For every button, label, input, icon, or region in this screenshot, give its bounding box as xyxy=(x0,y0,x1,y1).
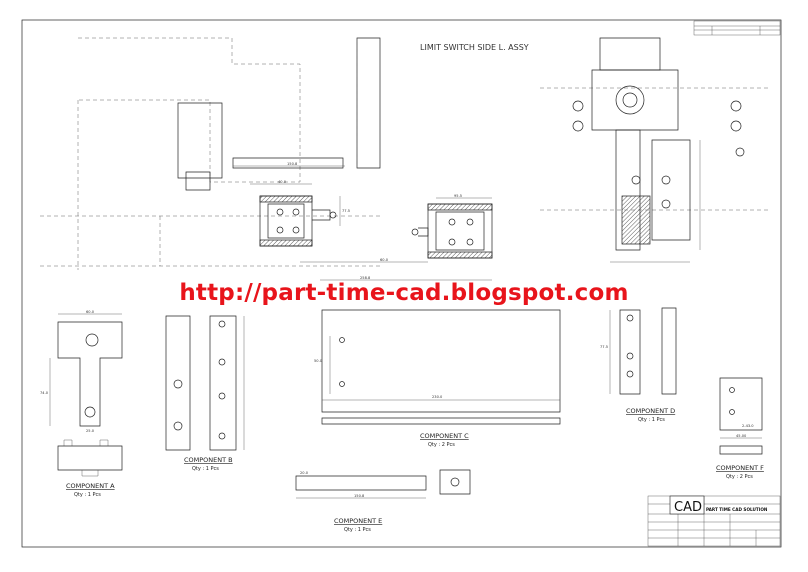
component-b-qty: Qty : 1 Pcs xyxy=(192,466,219,472)
component-c-drawing: 230.0 50.0 xyxy=(314,309,561,425)
dim-assy-e: 40.0 xyxy=(278,180,287,184)
component-e-qty: Qty : 1 Pcs xyxy=(344,527,371,533)
component-d-drawing: 77.5 xyxy=(600,307,677,395)
component-e-label: COMPONENT E xyxy=(334,517,382,525)
component-b-drawing xyxy=(165,315,245,451)
dim-d-h: 77.5 xyxy=(600,345,608,349)
component-d-label: COMPONENT D xyxy=(626,407,675,415)
revision-block xyxy=(693,20,781,36)
dim-assy-c: 258.8 xyxy=(360,276,371,280)
component-f-qty: Qty : 2 Pcs xyxy=(726,474,753,480)
sheet-border xyxy=(21,19,782,548)
assembly-side-view xyxy=(540,37,770,263)
component-c-label: COMPONENT C xyxy=(420,432,469,440)
dim-c-len: 230.0 xyxy=(432,395,443,399)
dim-assy-f: 95.5 xyxy=(454,194,462,198)
dim-assy-a: 150.8 xyxy=(287,162,298,166)
dim-e-w: 20.0 xyxy=(300,471,309,475)
title-block-company: PART TIME CAD SOLUTION xyxy=(706,507,768,512)
dim-a-height: 74.0 xyxy=(40,391,49,395)
dim-f-h: 2-43.0 xyxy=(742,424,754,428)
watermark-url: http://part-time-cad.blogspot.com xyxy=(179,280,629,306)
component-c-qty: Qty : 2 Pcs xyxy=(428,442,455,448)
drawing-title: LIMIT SWITCH SIDE L. ASSY xyxy=(420,43,529,52)
dim-f-w: 45.00 xyxy=(736,434,747,438)
dim-assy-b: 60.0 xyxy=(380,258,389,262)
title-block xyxy=(647,495,781,547)
dim-a-base: 25.0 xyxy=(86,429,95,433)
component-f-label: COMPONENT F xyxy=(716,464,764,472)
dim-e-len: 150.8 xyxy=(354,494,365,498)
dim-c-h: 50.0 xyxy=(314,359,323,363)
component-f-drawing: 45.00 2-43.0 xyxy=(719,377,763,455)
component-e-drawing: 150.8 20.0 xyxy=(295,469,471,499)
title-block-logo: CAD xyxy=(674,500,702,515)
assembly-main-view: 150.8 60.0 258.8 77.5 40.0 95.5 xyxy=(40,37,493,281)
component-a-label: COMPONENT A xyxy=(66,482,115,490)
component-d-qty: Qty : 1 Pcs xyxy=(638,417,665,423)
dim-a-top: 60.0 xyxy=(86,310,95,314)
component-b-label: COMPONENT B xyxy=(184,456,233,464)
component-a-drawing: 60.0 74.0 25.0 xyxy=(40,310,123,477)
component-a-qty: Qty : 1 Pcs xyxy=(74,492,101,498)
dim-assy-d: 77.5 xyxy=(342,209,350,213)
